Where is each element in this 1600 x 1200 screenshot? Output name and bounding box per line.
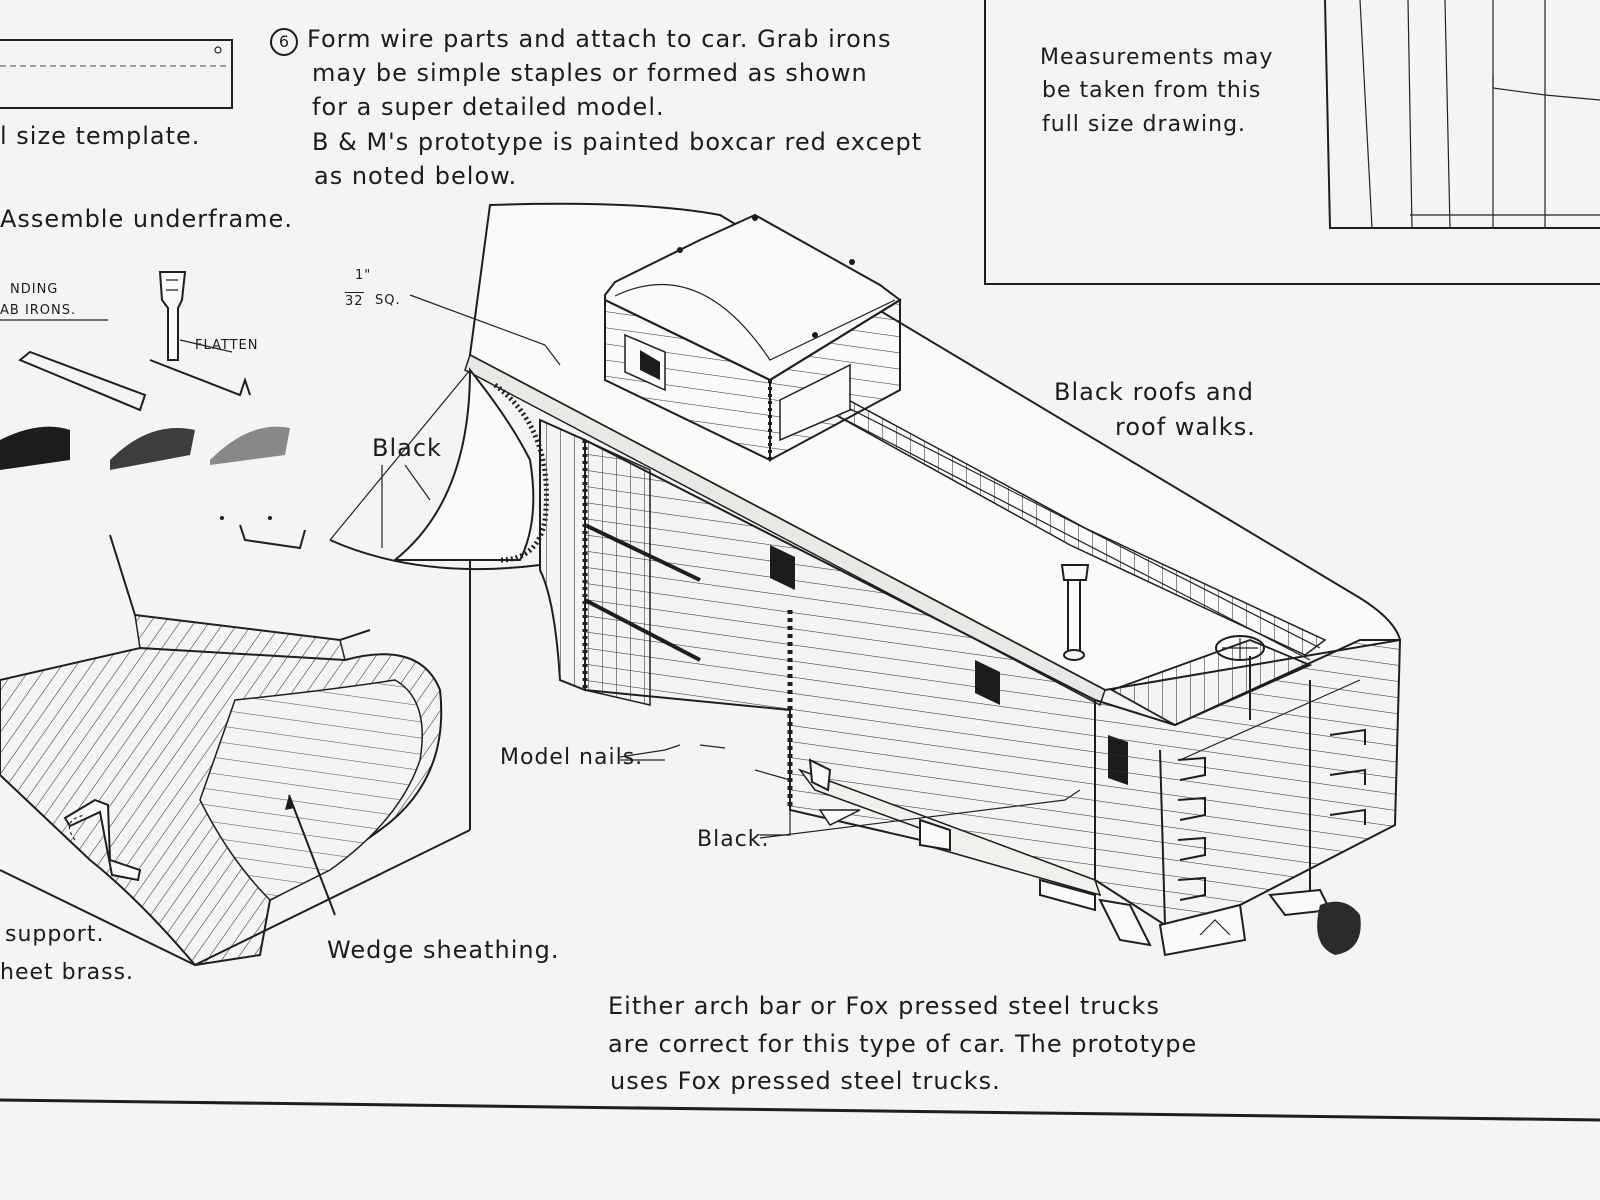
step-6-line-4: B & M's prototype is painted boxcar red … [312, 128, 923, 156]
step-6-line-3: for a super detailed model. [312, 93, 665, 121]
measurements-line-2: be taken from this [1042, 78, 1262, 103]
grab-iron-bending-detail [0, 271, 306, 550]
template-label: l size template. [0, 122, 201, 150]
model-nails-label: Model nails. [500, 745, 644, 770]
black-label-bottom: Black. [697, 827, 770, 852]
wedge-sheathing-label: Wedge sheathing. [327, 936, 560, 964]
black-roofs-line-2: roof walks. [1115, 413, 1256, 441]
support-label: support. [5, 922, 105, 947]
measurements-line-3: full size drawing. [1042, 112, 1247, 137]
full-size-drawing-frame [984, 0, 1600, 285]
step-6-line-1: Form wire parts and attach to car. Grab … [307, 25, 892, 53]
wedge-sheathing-section [0, 520, 471, 967]
black-label-top: Black [372, 434, 442, 462]
trucks-note-line-3: uses Fox pressed steel trucks. [610, 1067, 1001, 1095]
measurements-line-1: Measurements may [1040, 45, 1274, 70]
flatten-label: FLATTEN [195, 338, 259, 353]
sheet-brass-label: heet brass. [0, 960, 135, 985]
trucks-note-line-2: are correct for this type of car. The pr… [608, 1030, 1198, 1058]
full-size-template-outline [0, 39, 233, 109]
dimension-numerator: 1" [355, 268, 372, 283]
grab-irons-label: AB IRONS. [0, 303, 77, 318]
step-6-number: 6 [270, 25, 298, 56]
step-6-line-5: as noted below. [314, 162, 518, 190]
bottom-border-line [0, 1098, 1600, 1122]
step-6-line-2: may be simple staples or formed as shown [312, 59, 868, 87]
bending-label: NDING [10, 282, 59, 297]
caboose-body [329, 202, 1402, 957]
black-roofs-line-1: Black roofs and [1054, 378, 1255, 406]
trucks-note-line-1: Either arch bar or Fox pressed steel tru… [608, 992, 1160, 1020]
assemble-underframe-label: Assemble underframe. [0, 205, 293, 233]
dimension-unit: SQ. [375, 293, 401, 308]
callout-leader-lines [285, 294, 1081, 916]
dimension-denominator: 32 [345, 292, 364, 309]
